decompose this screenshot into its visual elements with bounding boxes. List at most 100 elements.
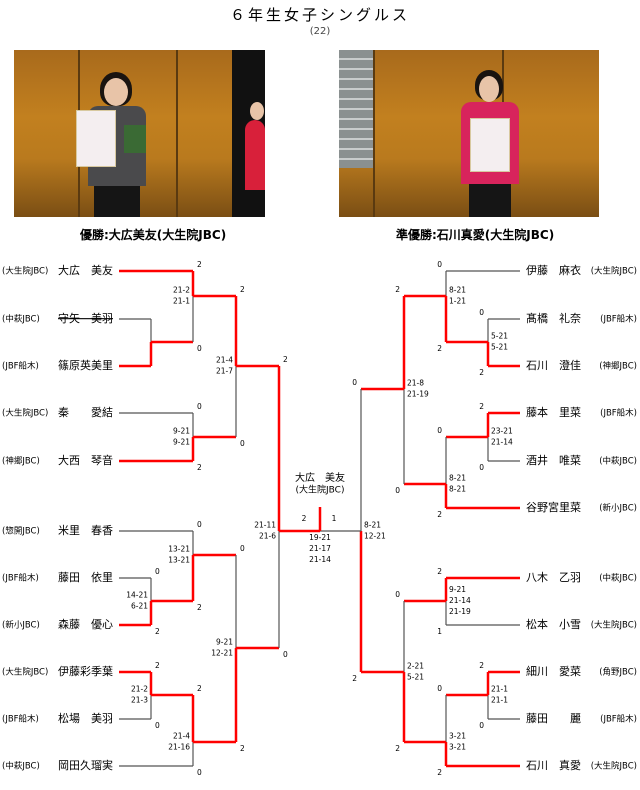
champion-name: 大広 美友: [295, 471, 345, 484]
match-score: 21-4: [173, 732, 190, 741]
match-score: 12-21: [364, 532, 386, 541]
player-club: (大生院JBC): [2, 667, 48, 678]
player-club: (新小JBC): [599, 503, 637, 514]
player-name: 松場 美羽: [58, 711, 113, 725]
match-score: 21-8: [407, 379, 424, 388]
match-score: 5-21: [491, 332, 508, 341]
match-score: 9-21: [173, 427, 190, 436]
game-count: 0: [437, 260, 442, 269]
match-score: 21-4: [216, 356, 233, 365]
game-count: 2: [395, 285, 400, 294]
game-count: 0: [352, 378, 357, 387]
game-count: 0: [197, 520, 202, 529]
match-score: 21-2: [131, 685, 148, 694]
player-name: 大西 琴音: [58, 453, 113, 467]
game-count: 2: [155, 627, 160, 636]
game-count: 2: [197, 603, 202, 612]
player-name: 伊藤彩季葉: [58, 664, 113, 678]
player-name: 米里 春香: [58, 524, 113, 537]
match-score: 8-21: [449, 474, 466, 483]
player-name: 酒井 唯菜: [526, 453, 581, 467]
game-count: 0: [437, 426, 442, 435]
match-score: 3-21: [449, 743, 466, 752]
match-score: 13-21: [168, 556, 190, 565]
match-score: 21-1: [491, 685, 508, 694]
game-count: 2: [437, 567, 442, 576]
game-count: 0: [197, 344, 202, 353]
player-club: (JBF船木): [2, 714, 39, 725]
game-count: 0: [240, 544, 245, 553]
champion-club: (大生院JBC): [296, 484, 345, 496]
match-score: 21-14: [449, 596, 471, 605]
game-count: 0: [197, 768, 202, 777]
match-score: 21-16: [168, 743, 190, 752]
match-score: 6-21: [131, 602, 148, 611]
match-score: 8-21: [449, 286, 466, 295]
match-score: 21-7: [216, 367, 233, 376]
player-club: (JBF船木): [600, 314, 637, 325]
game-count: 2: [437, 510, 442, 519]
final-score: 21-14: [309, 555, 331, 564]
game-count: 0: [240, 439, 245, 448]
match-score: 2-21: [407, 662, 424, 671]
match-score: 14-21: [126, 591, 148, 600]
player-name: 細川 愛菜: [526, 665, 581, 678]
runnerup-photo: [339, 50, 599, 217]
player-name: 藤田 麗: [526, 712, 581, 725]
match-score: 23-21: [491, 427, 513, 436]
game-count: 2: [479, 402, 484, 411]
match-score: 9-21: [216, 638, 233, 647]
match-score: 9-21: [173, 438, 190, 447]
player-name: 八木 乙羽: [526, 571, 581, 584]
game-count: 2: [155, 661, 160, 670]
game-count: 2: [283, 355, 288, 364]
player-name: 秦 愛結: [58, 405, 113, 419]
game-count: 0: [283, 650, 288, 659]
match-score: 9-21: [449, 585, 466, 594]
player-club: (JBF船木): [600, 714, 637, 725]
player-name: 髙橋 礼奈: [526, 311, 581, 325]
player-name: 石川 澄佳: [526, 358, 581, 372]
player-name: 森藤 優心: [58, 617, 113, 631]
game-count: 2: [240, 744, 245, 753]
match-score: 21-3: [131, 696, 148, 705]
player-club: (中萩JBC): [599, 456, 637, 467]
match-score: 21-1: [173, 297, 190, 306]
player-club: (惣開JBC): [2, 526, 40, 537]
match-score: 3-21: [449, 732, 466, 741]
match-score: 8-21: [364, 521, 381, 530]
game-count: 0: [479, 308, 484, 317]
player-club: (大生院JBC): [591, 266, 637, 277]
player-name: 松本 小雪: [526, 617, 581, 631]
game-count: 2: [395, 744, 400, 753]
game-count: 2: [437, 344, 442, 353]
player-club: (JBF船木): [2, 361, 39, 372]
game-count: 2: [479, 661, 484, 670]
game-count: 2: [197, 260, 202, 269]
player-club: (新小JBC): [2, 620, 40, 631]
game-count: 0: [479, 721, 484, 730]
player-club: (中萩JBC): [2, 761, 40, 772]
game-count: 0: [197, 402, 202, 411]
player-club: (神郷JBC): [2, 456, 40, 467]
game-count: 0: [155, 567, 160, 576]
match-score: 21-1: [491, 696, 508, 705]
player-name: 大広 美友: [58, 263, 113, 277]
match-score: 21-19: [449, 607, 471, 616]
player-club: (中萩JBC): [2, 314, 40, 325]
player-name: 石川 真愛: [526, 758, 581, 772]
final-score: 21-17: [309, 544, 331, 553]
player-club: (大生院JBC): [591, 761, 637, 772]
page-title: ６年生女子シングルス: [229, 6, 410, 24]
match-score: 21-19: [407, 390, 429, 399]
final-score: 19-21: [309, 533, 331, 542]
game-count: 2: [479, 368, 484, 377]
final-game-count: 1: [332, 514, 337, 523]
match-score: 5-21: [491, 343, 508, 352]
match-score: 21-11: [254, 521, 276, 530]
player-club: (神郷JBC): [599, 361, 637, 372]
final-game-count: 2: [302, 514, 307, 523]
game-count: 2: [197, 684, 202, 693]
player-name: 岡田久瑠実: [58, 758, 113, 772]
